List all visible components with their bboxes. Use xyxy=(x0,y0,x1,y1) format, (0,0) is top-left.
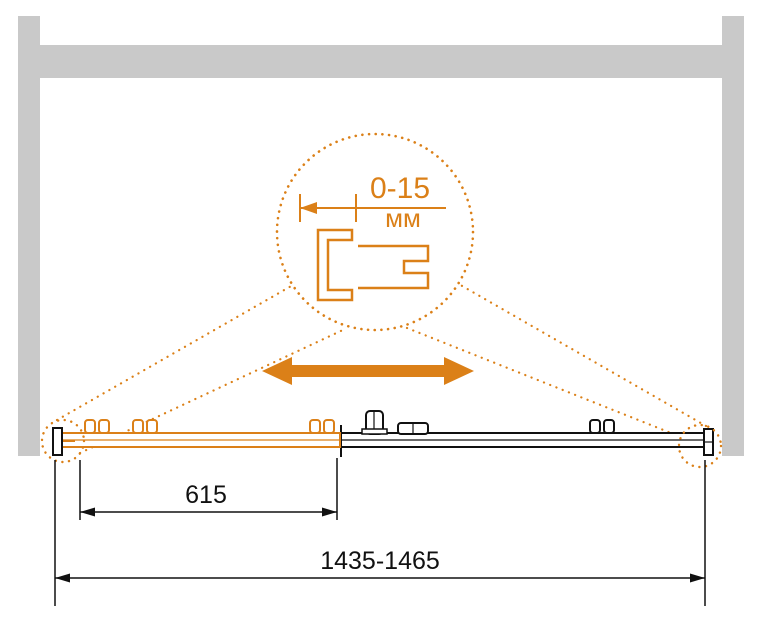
right-detail-circle-icon xyxy=(677,423,723,469)
sliding-roller-wheel-icon xyxy=(98,419,110,434)
panel-dim-arrow-right-icon xyxy=(322,507,337,517)
left-wall xyxy=(18,16,40,456)
sliding-roller-wheel-icon xyxy=(309,419,321,434)
sliding-panel-track xyxy=(61,419,341,448)
sliding-roller-wheel-icon xyxy=(132,419,144,434)
detail-profile-section xyxy=(316,228,430,302)
overall-dim-arrow-left-icon xyxy=(55,573,70,583)
slide-direction xyxy=(262,357,474,385)
door-profile-section xyxy=(358,244,430,290)
right-wall xyxy=(722,16,744,456)
overall-dim-arrow-right-icon xyxy=(690,573,705,583)
detail-adjustment-dimension: 0-15 мм xyxy=(299,172,446,233)
detail-dim-arrow-icon xyxy=(300,202,317,214)
panel-width-label: 615 xyxy=(185,481,227,509)
sliding-roller-wheel-icon xyxy=(84,419,96,434)
panel-width-dimension: 615 xyxy=(79,458,338,520)
detail-range-label: 0-15 xyxy=(370,172,430,205)
wall-profile-section xyxy=(316,228,354,302)
sliding-roller-wheel-icon xyxy=(146,419,158,434)
callout-line-right-upper xyxy=(455,281,708,428)
rear-panel-track xyxy=(339,410,714,457)
detail-zoom-bubble: 0-15 мм xyxy=(275,132,475,332)
callout-line-left-upper xyxy=(55,283,295,422)
left-wall-profile xyxy=(52,427,63,456)
door-assembly xyxy=(40,410,723,469)
detail-unit-label: мм xyxy=(385,203,421,233)
back-wall xyxy=(40,45,722,78)
left-detail-circle-icon xyxy=(40,418,86,464)
walls xyxy=(18,16,744,456)
overall-width-label: 1435-1465 xyxy=(320,547,440,575)
rear-roller-wheel-icon xyxy=(603,419,615,434)
slide-direction-arrow-icon xyxy=(262,357,474,385)
main-roller-base xyxy=(361,428,388,435)
callout-line-right-lower xyxy=(405,326,683,439)
sliding-roller-wheel-icon xyxy=(323,419,335,434)
rear-roller-wheel-icon xyxy=(589,419,601,434)
panel-dim-arrow-left-icon xyxy=(80,507,95,517)
detail-callout-connectors xyxy=(55,281,708,455)
detail-circle-icon xyxy=(275,132,475,332)
overall-width-dimension: 1435-1465 xyxy=(54,460,706,606)
